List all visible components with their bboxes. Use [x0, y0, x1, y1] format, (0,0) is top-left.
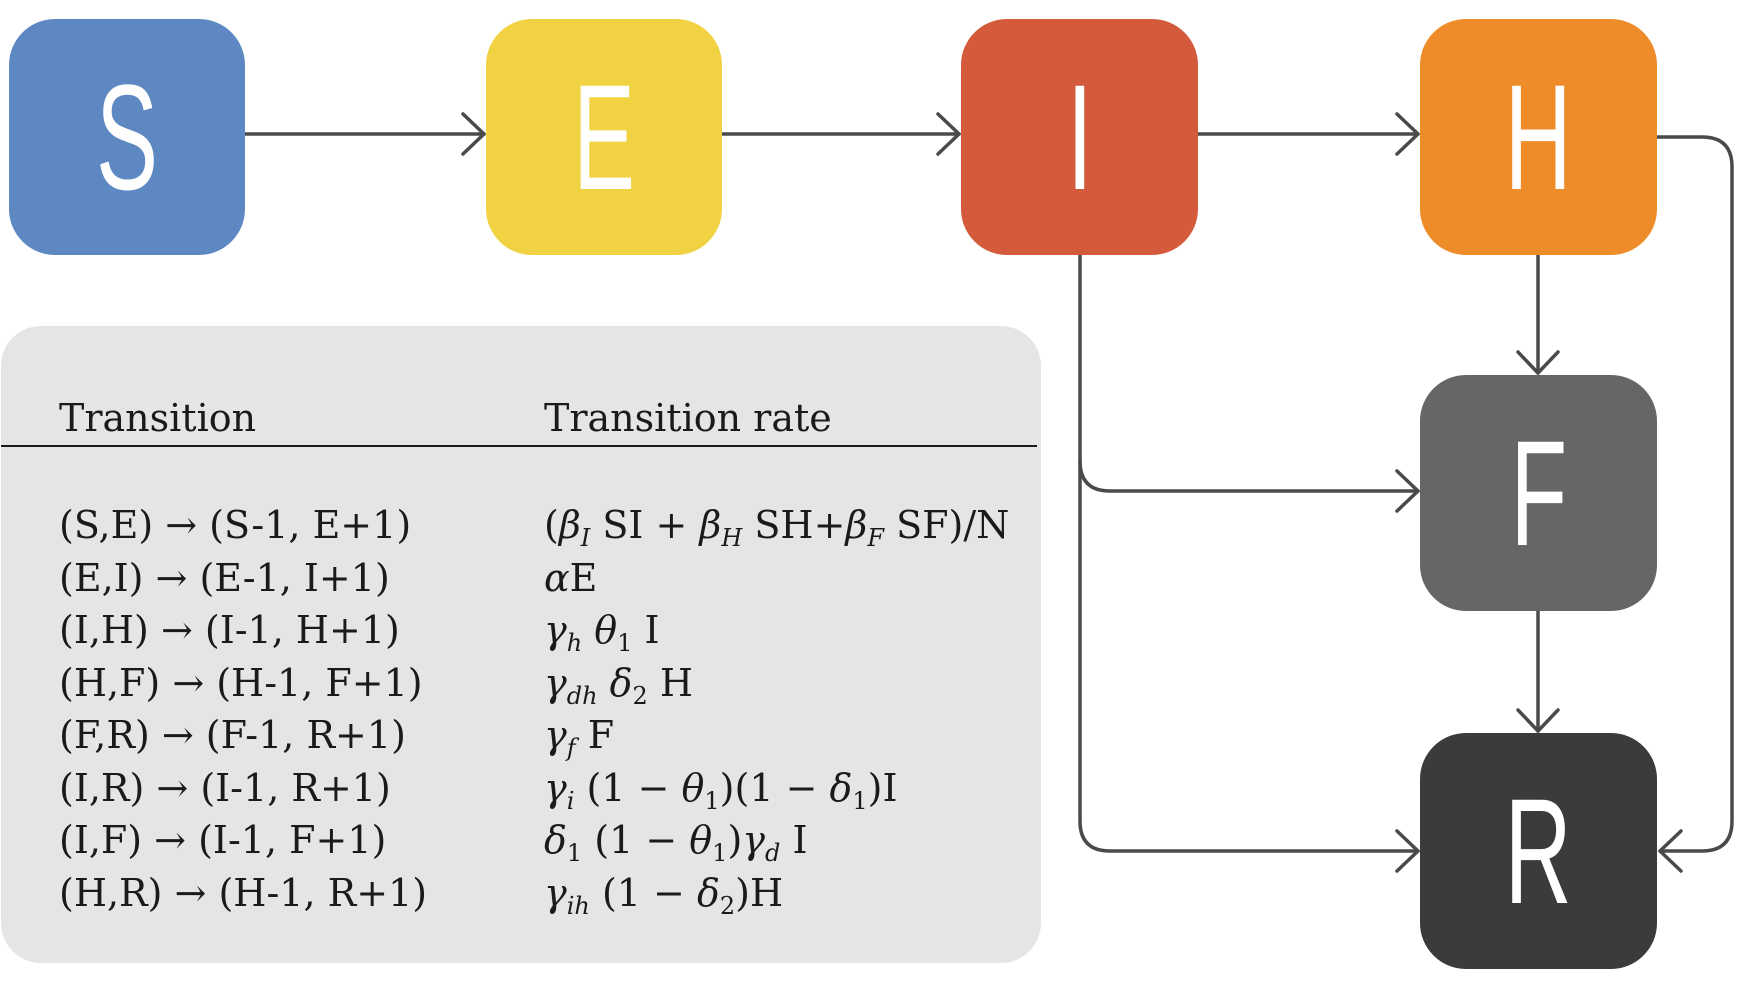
arrow-i-to-f — [1078, 253, 1420, 493]
table-row: (E,I) → (E-1, I+1) αE — [1, 556, 1041, 606]
node-r-removed: R — [1420, 733, 1657, 969]
node-s-susceptible: S — [9, 19, 245, 255]
transition-cell: (H,R) → (H-1, R+1) — [59, 870, 428, 915]
node-h-label: H — [1504, 53, 1573, 221]
arrowhead-i-to-h — [1395, 112, 1420, 156]
rate-cell: γh θ1 I — [544, 608, 660, 657]
arrowhead-f-to-r — [1516, 708, 1560, 733]
transition-cell: (I,F) → (I-1, F+1) — [59, 818, 387, 862]
arrowhead-i-to-r — [1395, 829, 1420, 873]
arrowhead-h-to-r — [1658, 829, 1683, 873]
node-e-label: E — [572, 53, 636, 221]
rate-cell: αE — [544, 555, 598, 600]
rate-cell: (βI SI + βH SH+βF SF)/N — [544, 503, 1010, 552]
rate-cell: γdh δ2 H — [544, 660, 694, 710]
node-s-label: S — [95, 53, 159, 221]
arrow-i-to-r — [1078, 459, 1420, 853]
node-f-label: F — [1510, 409, 1567, 577]
node-r-label: R — [1504, 767, 1573, 935]
rate-cell: γih (1 − δ2)H — [544, 870, 784, 920]
transition-table-panel: Transition Transition rate (S,E) → (S-1,… — [1, 326, 1041, 963]
table-row: (I,R) → (I-1, R+1) γi (1 − θ1)(1 − δ1)I — [1, 766, 1041, 816]
arrowhead-h-to-f — [1516, 350, 1560, 375]
header-transition: Transition — [59, 396, 257, 440]
node-f-funeral: F — [1420, 375, 1657, 611]
transition-cell: (E,I) → (E-1, I+1) — [59, 555, 390, 600]
node-e-exposed: E — [486, 19, 722, 255]
rate-cell: δ1 (1 − θ1)γd I — [544, 818, 808, 867]
arrowhead-s-to-e — [461, 112, 486, 156]
header-divider — [1, 445, 1037, 447]
transition-cell: (I,H) → (I-1, H+1) — [59, 608, 400, 652]
table-row: (I,H) → (I-1, H+1) γh θ1 I — [1, 608, 1041, 658]
header-transition-rate: Transition rate — [544, 396, 832, 440]
table-row: (S,E) → (S-1, E+1) (βI SI + βH SH+βF SF)/… — [1, 503, 1041, 553]
rate-cell: γf F — [544, 713, 615, 762]
table-row: (H,F) → (H-1, F+1) γdh δ2 H — [1, 661, 1041, 711]
table-row: (F,R) → (F-1, R+1) γf F — [1, 713, 1041, 763]
node-h-hospitalized: H — [1420, 19, 1657, 255]
table-row: (I,F) → (I-1, F+1) δ1 (1 − θ1)γd I — [1, 818, 1041, 868]
transition-cell: (S,E) → (S-1, E+1) — [59, 503, 412, 547]
transition-cell: (H,F) → (H-1, F+1) — [59, 660, 423, 705]
transition-cell: (F,R) → (F-1, R+1) — [59, 713, 406, 757]
transition-cell: (I,R) → (I-1, R+1) — [59, 765, 391, 810]
node-i-infectious: I — [961, 19, 1198, 255]
rate-cell: γi (1 − θ1)(1 − δ1)I — [544, 765, 898, 815]
node-i-label: I — [1066, 53, 1093, 221]
arrowhead-e-to-i — [936, 112, 961, 156]
arrowhead-i-to-f — [1395, 469, 1420, 513]
table-row: (H,R) → (H-1, R+1) γih (1 − δ2)H — [1, 871, 1041, 921]
arrow-h-to-r — [1655, 135, 1734, 853]
